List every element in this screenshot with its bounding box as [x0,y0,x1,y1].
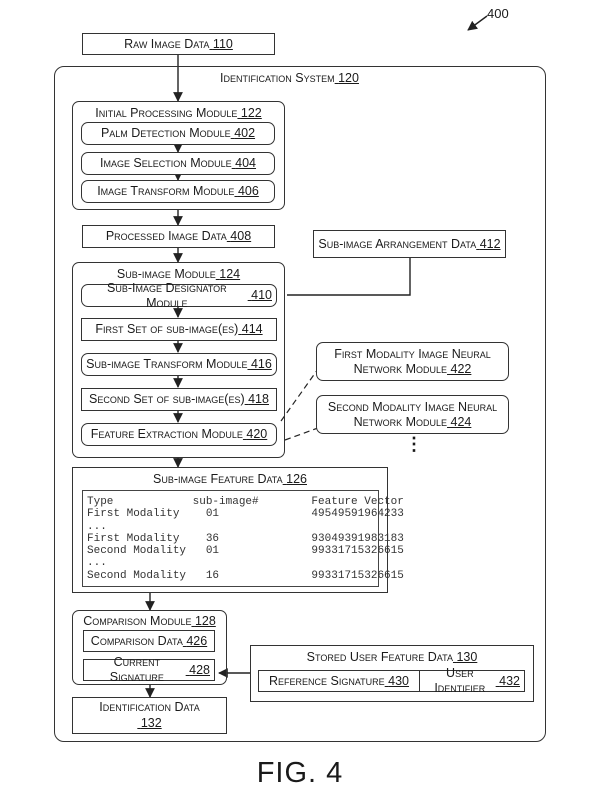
identification-data-ref: 132 [140,716,162,730]
dashed-link-second-nn [284,427,319,441]
identification-system-ref: 120 [338,71,359,85]
first-set-subimages: First Set of sub-image(es)414 [81,318,277,341]
stored-user-feature-data-box [250,645,534,702]
figure-caption: FIG. 4 [256,757,344,789]
first-modality-nn-module: First Modality Image Neural Network Modu… [316,342,509,381]
feature-row-ellipsis: ... [87,557,107,570]
raw-image-data-label: Raw Image Data [124,36,210,51]
feature-data-table: Type sub-image# Feature Vector First Mod… [82,490,404,587]
identification-data-box: Identification Data 132 [72,697,227,734]
figure-ref-number: 400 [487,6,509,21]
subimage-feature-data-box [72,467,388,593]
raw-image-data-ref: 110 [212,36,233,51]
feature-row: First Modality 36 93049391983183 [87,532,404,545]
feature-row: First Modality 01 49549591964233 [87,508,404,521]
subimage-module [72,262,285,458]
feature-row: Second Modality 01 99331715326615 [87,545,404,558]
identification-system-container [54,66,546,742]
figure-ref-arrow [467,15,488,31]
initial-processing-module [72,101,285,210]
feature-row-header: Type sub-image# Feature Vector [87,496,404,508]
feature-row-ellipsis: ... [87,520,107,533]
comparison-module [72,610,227,685]
feature-row: Second Modality 16 99331715326615 [87,569,404,582]
second-modality-nn-module: Second Modality Image Neural Network Mod… [316,395,509,434]
more-modules-ellipsis: ⋮ [405,434,423,454]
second-set-subimages: Second Set of sub-image(es)418 [81,388,277,411]
arrangement-connector [287,258,411,296]
